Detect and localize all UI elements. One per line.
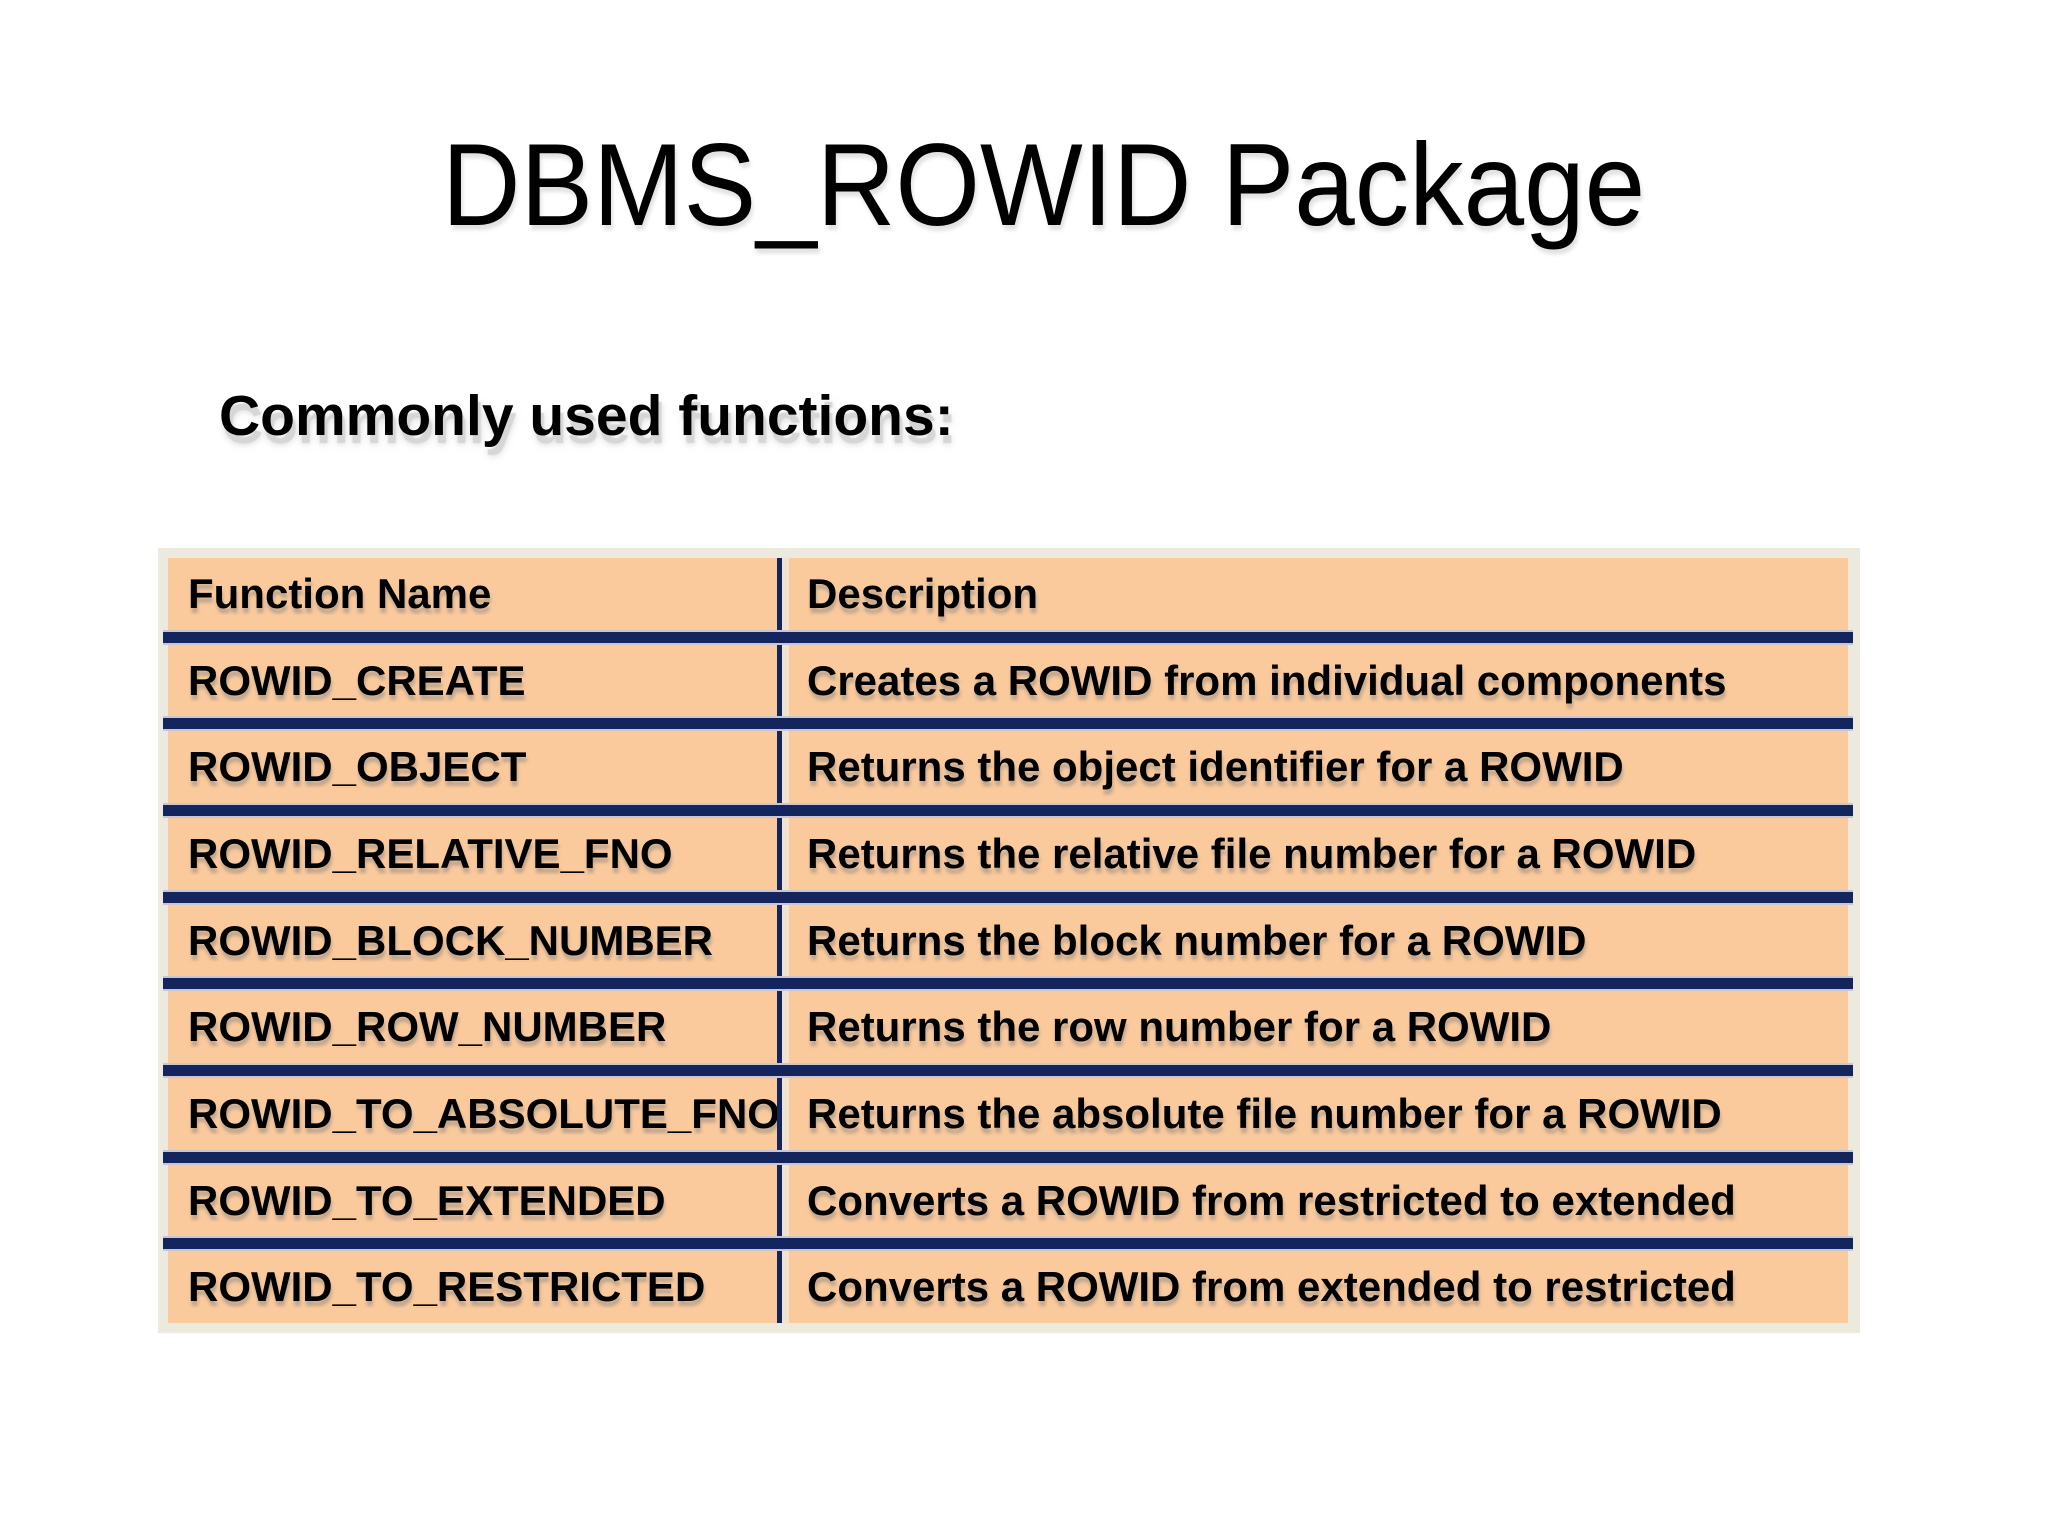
table-row: ROWID_OBJECT Returns the object identifi…: [168, 731, 1848, 804]
function-name: ROWID_ROW_NUMBER: [188, 1006, 667, 1049]
function-description: Returns the absolute file number for a R…: [807, 1089, 1722, 1137]
description-cell: Returns the block number for a ROWID: [777, 904, 1848, 977]
function-name-cell: ROWID_ROW_NUMBER: [168, 1006, 777, 1048]
column-header-label: Description: [807, 569, 1039, 617]
function-name: ROWID_TO_ABSOLUTE_FNO: [188, 1092, 777, 1135]
function-name-cell: ROWID_OBJECT: [168, 746, 777, 788]
function-name-cell: ROWID_TO_RESTRICTED: [168, 1266, 777, 1308]
row-separator: [163, 889, 1853, 905]
function-name-cell: ROWID_TO_EXTENDED: [168, 1180, 777, 1222]
function-name: ROWID_RELATIVE_FNO: [188, 832, 673, 875]
row-separator: [163, 1149, 1853, 1165]
function-name: ROWID_CREATE: [188, 659, 526, 702]
column-header-description: Description: [777, 558, 1848, 630]
function-name: ROWID_TO_RESTRICTED: [188, 1266, 706, 1309]
function-name-cell: ROWID_RELATIVE_FNO: [168, 833, 777, 875]
description-cell: Returns the object identifier for a ROWI…: [777, 731, 1848, 804]
row-separator: [163, 976, 1853, 992]
row-separator: [163, 629, 1853, 645]
table-row: ROWID_BLOCK_NUMBER Returns the block num…: [168, 904, 1848, 977]
function-name-cell: ROWID_TO_ABSOLUTE_FNO: [168, 1093, 777, 1135]
table-row: ROWID_TO_EXTENDED Converts a ROWID from …: [168, 1164, 1848, 1237]
functions-table: Function Name Description ROWID_CREATE C…: [158, 548, 1860, 1333]
function-name: ROWID_TO_EXTENDED: [188, 1179, 666, 1222]
description-cell: Returns the relative file number for a R…: [777, 818, 1848, 890]
table-row: ROWID_TO_ABSOLUTE_FNO Returns the absolu…: [168, 1078, 1848, 1150]
table-body: Function Name Description ROWID_CREATE C…: [163, 558, 1853, 1324]
row-separator: [163, 1236, 1853, 1252]
table-row: ROWID_CREATE Creates a ROWID from indivi…: [168, 644, 1848, 717]
function-description: Creates a ROWID from individual componen…: [807, 656, 1727, 704]
function-name: ROWID_BLOCK_NUMBER: [188, 919, 713, 962]
description-cell: Creates a ROWID from individual componen…: [777, 644, 1848, 717]
table-row: ROWID_ROW_NUMBER Returns the row number …: [168, 991, 1848, 1064]
function-description: Converts a ROWID from extended to restri…: [807, 1263, 1736, 1311]
description-cell: Converts a ROWID from extended to restri…: [777, 1251, 1848, 1324]
subtitle: Commonly used functions:: [219, 384, 954, 448]
description-cell: Returns the absolute file number for a R…: [777, 1078, 1848, 1150]
function-name-cell: ROWID_BLOCK_NUMBER: [168, 920, 777, 962]
function-name: ROWID_OBJECT: [188, 746, 527, 789]
function-description: Returns the row number for a ROWID: [807, 1003, 1552, 1051]
function-description: Returns the block number for a ROWID: [807, 916, 1587, 964]
function-description: Returns the relative file number for a R…: [807, 829, 1697, 877]
row-separator: [163, 1063, 1853, 1079]
column-header-function-name: Function Name: [168, 573, 777, 615]
table-row: ROWID_TO_RESTRICTED Converts a ROWID fro…: [168, 1251, 1848, 1324]
page-title: DBMS_ROWID Package: [441, 119, 1646, 250]
table-header-row: Function Name Description: [168, 558, 1848, 630]
table-row: ROWID_RELATIVE_FNO Returns the relative …: [168, 818, 1848, 890]
function-description: Converts a ROWID from restricted to exte…: [807, 1176, 1736, 1224]
function-description: Returns the object identifier for a ROWI…: [807, 743, 1624, 791]
description-cell: Returns the row number for a ROWID: [777, 991, 1848, 1064]
row-separator: [163, 803, 1853, 819]
column-header-label: Function Name: [188, 572, 492, 615]
description-cell: Converts a ROWID from restricted to exte…: [777, 1164, 1848, 1237]
row-separator: [163, 716, 1853, 732]
function-name-cell: ROWID_CREATE: [168, 660, 777, 702]
